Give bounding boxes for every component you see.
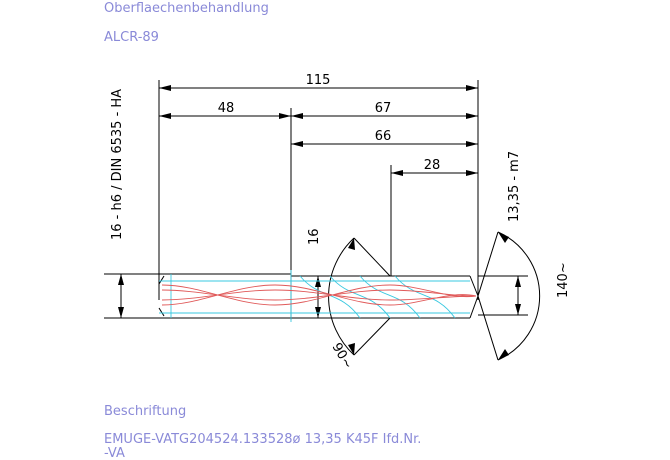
hidden-edges: [159, 270, 470, 322]
tip-length-value: 28: [424, 158, 441, 173]
total-length-value: 115: [306, 73, 331, 88]
shank-length-value: 48: [218, 101, 235, 116]
marking-label: Beschriftung: [104, 404, 186, 419]
dim-shank-flute: 48 67: [159, 101, 478, 320]
dim-tip-angle: 140~: [477, 231, 571, 361]
dim-cutting-diameter: 13,35 - m7: [478, 151, 528, 316]
dim-shank-16: 16: [307, 228, 322, 318]
tool-outline: [104, 270, 479, 319]
dim-tip-length: 28: [390, 158, 478, 276]
shank-tolerance-label: 16 - h6 / DIN 6535 - HA: [110, 89, 125, 240]
surface-treatment-label: Oberflaechenbehandlung: [104, 1, 269, 16]
marking-line-1: EMUGE-VATG204524.133528ø 13,35 K45F Ifd.…: [104, 432, 421, 447]
dim-shank-diameter: 16 - h6 / DIN 6535 - HA: [110, 89, 125, 318]
coating-label: ALCR-89: [104, 30, 159, 45]
shank-diameter-value: 16: [307, 228, 322, 245]
marking-line-2: -VA: [104, 446, 125, 460]
cutting-diameter-value: 13,35 - m7: [507, 151, 522, 222]
flute-helix: [161, 284, 477, 306]
tip-angle-value: 140~: [556, 262, 571, 298]
flute-section-value: 67: [375, 101, 392, 116]
cutting-length-value: 66: [375, 129, 392, 144]
dim-total-length: 115: [158, 73, 479, 300]
dim-cutting-length: 66: [291, 129, 478, 147]
